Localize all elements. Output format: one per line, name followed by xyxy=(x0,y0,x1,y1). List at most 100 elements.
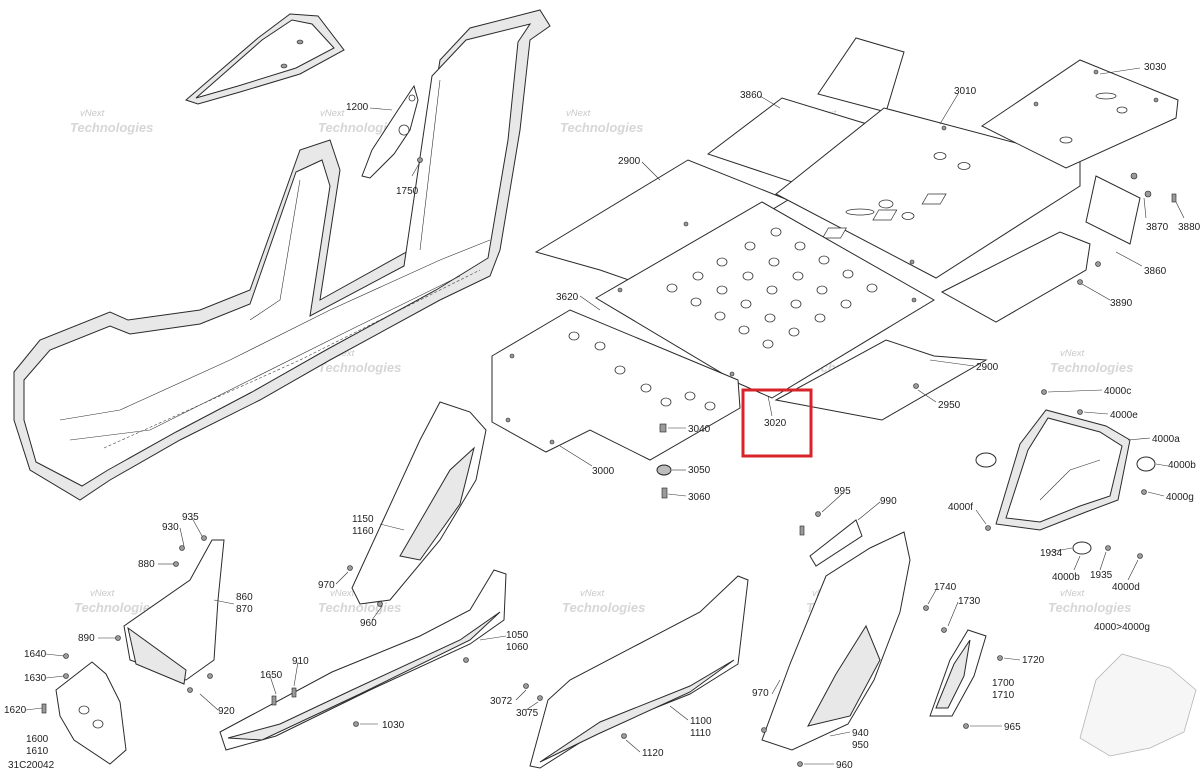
label-4000b-lower: 4000b xyxy=(1052,572,1080,583)
label-3040: 3040 xyxy=(688,424,711,435)
label-3620: 3620 xyxy=(556,292,579,303)
label-4000b: 4000b xyxy=(1168,460,1196,471)
floor-panel-3890 xyxy=(940,231,1091,323)
label-970-right: 970 xyxy=(752,688,769,699)
label-2900-top: 2900 xyxy=(618,156,641,167)
watermark-10: vNext xyxy=(1060,348,1085,359)
leader-lines xyxy=(25,67,1185,765)
watermark-15b: Technologies xyxy=(1048,600,1131,615)
fastener-group-3040 xyxy=(656,423,672,499)
rocker-panel-1100 xyxy=(529,575,749,769)
label-970-left: 970 xyxy=(318,580,335,591)
light-1700 xyxy=(929,629,987,717)
assembly-4000-ghost xyxy=(1079,653,1197,757)
floor-panel-3010 xyxy=(775,107,1081,279)
label-1050: 1050 xyxy=(506,630,529,641)
assembly-4000 xyxy=(975,389,1156,559)
callout-labels: 1200 1750 3860 3010 3030 2900 3870 3880 … xyxy=(4,62,1200,771)
label-1740: 1740 xyxy=(934,582,957,593)
rocker-panel-1050 xyxy=(219,569,507,751)
bracket-1600 xyxy=(55,661,127,765)
label-910: 910 xyxy=(292,656,309,667)
label-890: 890 xyxy=(78,633,95,644)
floor-panel-3030 xyxy=(981,59,1179,169)
fastener-group-lower xyxy=(41,511,1003,767)
label-1700: 1700 xyxy=(992,678,1015,689)
label-1620: 1620 xyxy=(4,705,27,716)
label-1100: 1100 xyxy=(690,716,712,727)
watermark-7b: Technologies xyxy=(318,360,401,375)
label-2950: 2950 xyxy=(938,400,961,411)
watermark-13: vNext xyxy=(580,588,605,599)
label-920: 920 xyxy=(218,706,235,717)
watermark-1: vNext xyxy=(80,108,105,119)
side-panel-940 xyxy=(761,519,911,751)
label-4000a: 4000a xyxy=(1152,434,1180,445)
label-4000f: 4000f xyxy=(948,502,973,513)
label-3870: 3870 xyxy=(1146,222,1169,233)
label-3010: 3010 xyxy=(954,86,977,97)
label-4000c: 4000c xyxy=(1104,386,1131,397)
panel-860 xyxy=(123,539,225,685)
label-1060: 1060 xyxy=(506,642,529,653)
label-965: 965 xyxy=(1004,722,1021,733)
fastener-group-3870 xyxy=(913,172,1177,389)
label-4000g: 4000g xyxy=(1166,492,1194,503)
watermark-2: vNext xyxy=(320,108,345,119)
label-1200: 1200 xyxy=(346,102,369,113)
watermark-11b: Technologies xyxy=(74,600,157,615)
watermark-13b: Technologies xyxy=(562,600,645,615)
label-1710: 1710 xyxy=(992,690,1015,701)
label-4000d: 4000d xyxy=(1112,582,1140,593)
label-1150: 1150 xyxy=(352,514,374,525)
floor-panel-3000 xyxy=(491,309,741,461)
watermark-12: vNext xyxy=(330,588,355,599)
watermark-11: vNext xyxy=(90,588,115,599)
watermark-3: vNext xyxy=(566,108,591,119)
label-3072: 3072 xyxy=(490,696,513,707)
main-frame-panel xyxy=(13,9,551,501)
label-3020: 3020 xyxy=(764,418,787,429)
label-3000: 3000 xyxy=(592,466,615,477)
label-4000-range: 4000>4000g xyxy=(1094,622,1150,633)
label-880: 880 xyxy=(138,559,155,570)
highlight-box-3020 xyxy=(741,388,813,458)
bracket-1200 xyxy=(361,84,423,179)
diagram-code: 31C20042 xyxy=(8,760,55,771)
label-1600: 1600 xyxy=(26,734,49,745)
label-940: 940 xyxy=(852,728,869,739)
label-3075: 3075 xyxy=(516,708,539,719)
floor-panel-2900-right xyxy=(774,339,988,421)
label-1640: 1640 xyxy=(24,649,47,660)
label-3860-right: 3860 xyxy=(1144,266,1167,277)
label-870: 870 xyxy=(236,604,253,615)
label-1160: 1160 xyxy=(352,526,374,537)
top-cover-part xyxy=(185,13,345,105)
watermark-15: vNext xyxy=(1060,588,1085,599)
label-3860-top: 3860 xyxy=(740,90,763,101)
bracket-3860-right xyxy=(1085,175,1141,245)
label-3880: 3880 xyxy=(1178,222,1200,233)
label-1110: 1110 xyxy=(690,728,711,739)
label-935: 935 xyxy=(182,512,199,523)
label-1120: 1120 xyxy=(642,748,664,759)
label-3030: 3030 xyxy=(1144,62,1167,73)
label-990: 990 xyxy=(880,496,897,507)
label-2900-right: 2900 xyxy=(976,362,999,373)
label-860: 860 xyxy=(236,592,253,603)
side-panel-1150 xyxy=(351,401,487,605)
label-960-right: 960 xyxy=(836,760,853,771)
label-1935: 1935 xyxy=(1090,570,1113,581)
watermark-1b: Technologies xyxy=(70,120,153,135)
label-1720: 1720 xyxy=(1022,655,1045,666)
label-930: 930 xyxy=(162,522,179,533)
label-1730: 1730 xyxy=(958,596,981,607)
label-950: 950 xyxy=(852,740,869,751)
floor-panel-3020 xyxy=(595,201,935,399)
label-1750: 1750 xyxy=(396,186,419,197)
label-1030: 1030 xyxy=(382,720,405,731)
label-1650: 1650 xyxy=(260,670,283,681)
label-1630: 1630 xyxy=(24,673,47,684)
label-3890: 3890 xyxy=(1110,298,1133,309)
